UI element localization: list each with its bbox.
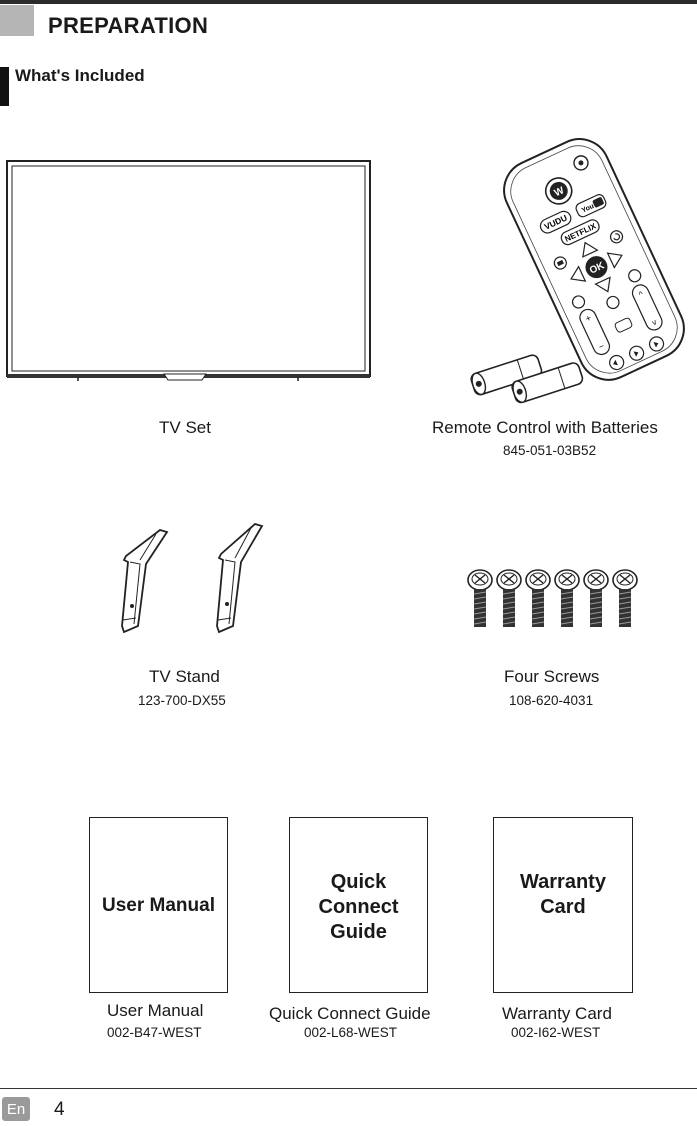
screws-part-number: 108-620-4031 — [509, 693, 594, 708]
batteries-illustration — [470, 354, 584, 404]
svg-text:−: − — [597, 341, 606, 352]
quick-guide-cover: Quick Connect Guide — [289, 817, 428, 993]
language-badge: En — [2, 1097, 30, 1121]
quick-guide-cover-text: Quick Connect Guide — [318, 871, 399, 943]
svg-text:+: + — [584, 313, 593, 324]
remote-control-illustration: W VUDU You NETFLIX OK + − ^ v — [470, 138, 685, 404]
remote-label: Remote Control with Batteries — [432, 418, 658, 437]
youtube-button-label: You — [581, 203, 595, 215]
quick-guide-label: Quick Connect Guide — [269, 1004, 431, 1023]
subtitle-marker — [0, 67, 9, 106]
warranty-card-cover-text: Warranty Card — [520, 871, 606, 918]
tv-set-illustration — [6, 160, 371, 381]
tv-set-label: TV Set — [159, 418, 211, 437]
screws-label: Four Screws — [504, 667, 600, 686]
user-manual-cover-text: User Manual — [102, 894, 215, 916]
footer-rule — [0, 1088, 697, 1089]
section-tab-marker — [0, 5, 34, 36]
tv-stand-illustration — [121, 522, 264, 634]
quick-guide-part-number: 002-L68-WEST — [304, 1025, 398, 1040]
page-number: 4 — [54, 1099, 65, 1120]
warranty-card-cover: Warranty Card — [493, 817, 633, 993]
tv-stand-part-number: 123-700-DX55 — [138, 693, 226, 708]
user-manual-part-number: 002-B47-WEST — [107, 1025, 202, 1040]
svg-text:v: v — [651, 317, 658, 327]
user-manual-label: User Manual — [107, 1001, 204, 1020]
top-rule — [0, 0, 697, 4]
user-manual-cover: User Manual — [89, 817, 228, 993]
svg-text:^: ^ — [638, 289, 645, 299]
section-subtitle: What's Included — [15, 66, 145, 85]
warranty-card-part-number: 002-I62-WEST — [511, 1025, 601, 1040]
page-title: PREPARATION — [48, 13, 209, 38]
warranty-card-label: Warranty Card — [502, 1004, 612, 1023]
screws-illustration — [467, 569, 638, 628]
remote-part-number: 845-051-03B52 — [503, 443, 597, 458]
tv-stand-label: TV Stand — [149, 667, 220, 686]
